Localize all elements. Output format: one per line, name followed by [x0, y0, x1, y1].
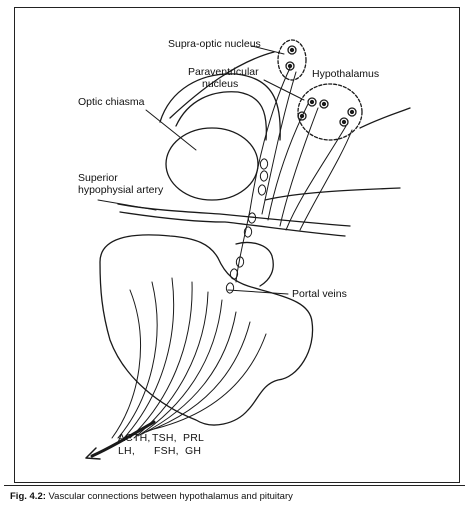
hypothalamus-boundary [297, 83, 363, 141]
hypophyseal-vein [90, 420, 156, 458]
label-paraventricular-1: Paraventricular [188, 66, 259, 78]
anterior-lobe-fibres [111, 277, 267, 439]
tract-left-1 [169, 51, 275, 119]
hormone-acth: ACTH, [118, 432, 151, 444]
leader-lines [97, 45, 305, 295]
supraoptic-cells [285, 45, 297, 71]
tract-right [359, 107, 411, 129]
label-optic-chiasma: Optic chiasma [78, 96, 145, 108]
hormone-prl: PRL [183, 432, 205, 444]
artery-lower-edge [119, 211, 346, 237]
posterior-lobe [235, 241, 274, 287]
figure-caption: Fig. 4.2: Vascular connections between h… [10, 491, 293, 502]
label-superior-2: hypophysial artery [78, 184, 164, 196]
caption-text: Vascular connections between hypothalamu… [48, 491, 293, 502]
hormone-gh: GH [185, 445, 202, 457]
hormone-lh: LH, [118, 445, 135, 457]
hormone-tsh: TSH, [152, 432, 177, 444]
optic-chiasma [165, 127, 259, 201]
label-hypothalamus: Hypothalamus [312, 68, 380, 80]
label-portal-veins: Portal veins [292, 288, 347, 300]
vein-arrow-icon [85, 447, 101, 460]
figure-frame [14, 7, 460, 483]
caption-divider [4, 485, 465, 486]
brain-floor-inner [175, 91, 268, 141]
label-paraventricular-2: nucleus [202, 78, 239, 90]
brain-floor-outline [159, 73, 281, 141]
hormone-fsh: FSH, [154, 445, 179, 457]
neuron-axons [235, 67, 353, 283]
caption-number: Fig. 4.2: [10, 491, 46, 502]
label-superior-1: Superior [78, 172, 118, 184]
label-supraoptic: Supra-optic nucleus [168, 38, 261, 50]
supraoptic-nucleus-boundary [277, 39, 307, 81]
paraventricular-cells [297, 97, 357, 127]
pituitary-outline [99, 234, 314, 426]
ventricle-right [264, 187, 401, 201]
portal-vein-coils [225, 158, 269, 294]
